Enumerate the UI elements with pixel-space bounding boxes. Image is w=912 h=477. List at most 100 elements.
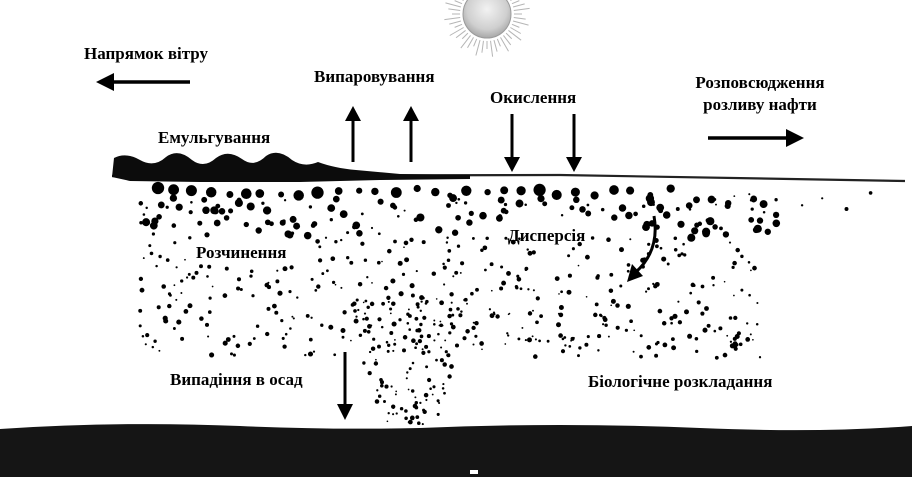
oil-droplet bbox=[726, 335, 728, 337]
oil-droplet bbox=[448, 331, 451, 334]
oil-droplet bbox=[542, 201, 547, 206]
oil-droplet bbox=[500, 265, 503, 268]
oil-droplet bbox=[366, 276, 368, 278]
oil-droplet bbox=[362, 361, 365, 364]
oil-droplet bbox=[209, 352, 214, 357]
oil-droplet bbox=[138, 309, 142, 313]
oil-droplet bbox=[556, 322, 561, 327]
oil-droplet bbox=[693, 284, 696, 287]
oil-droplet bbox=[490, 262, 494, 266]
oil-droplet bbox=[578, 265, 580, 267]
oil-droplet bbox=[528, 311, 532, 315]
oil-droplet bbox=[143, 213, 146, 216]
oil-droplet bbox=[188, 236, 191, 239]
oil-droplet bbox=[351, 303, 355, 307]
oil-droplet bbox=[713, 198, 716, 201]
oil-droplet bbox=[682, 243, 685, 246]
oil-droplet bbox=[369, 351, 371, 353]
oil-droplet bbox=[475, 288, 479, 292]
oil-droplet bbox=[627, 263, 631, 267]
wind-direction-label: Напрямок вітру bbox=[84, 44, 208, 64]
oil-droplet bbox=[707, 324, 711, 328]
oil-droplet bbox=[440, 346, 442, 348]
oil-droplet bbox=[391, 385, 393, 387]
oil-droplet bbox=[437, 333, 440, 336]
oil-droplet bbox=[485, 237, 488, 240]
oil-droplet bbox=[150, 252, 154, 256]
oil-droplet bbox=[255, 189, 264, 198]
oil-droplet bbox=[387, 420, 389, 422]
oil-droplet bbox=[139, 324, 142, 327]
oil-droplet bbox=[629, 319, 633, 323]
oil-droplet bbox=[751, 207, 754, 210]
oil-droplet bbox=[470, 292, 474, 296]
oil-droplet bbox=[309, 205, 312, 208]
oil-droplet bbox=[206, 187, 216, 197]
sun-icon bbox=[444, 0, 529, 57]
oil-droplet bbox=[569, 205, 574, 210]
oil-droplet bbox=[354, 319, 359, 324]
sun-ray bbox=[445, 3, 460, 7]
sun-ray bbox=[455, 1, 462, 4]
oil-droplet bbox=[702, 328, 707, 333]
oil-droplet bbox=[669, 316, 673, 320]
oil-droplet bbox=[725, 203, 731, 209]
oil-droplet bbox=[409, 367, 412, 370]
oil-droplet bbox=[139, 201, 144, 206]
dispersion-label: Дисперсія bbox=[508, 226, 585, 246]
oil-droplet bbox=[547, 340, 550, 343]
oil-droplet bbox=[371, 282, 373, 284]
oil-droplet bbox=[538, 340, 541, 343]
oil-droplet bbox=[263, 206, 271, 214]
oil-droplet bbox=[527, 337, 532, 342]
oil-droplet bbox=[616, 326, 620, 330]
oil-droplet bbox=[671, 337, 675, 341]
oil-droplet bbox=[352, 221, 360, 229]
oil-droplet bbox=[424, 345, 428, 349]
oil-droplet bbox=[627, 270, 630, 273]
oil-droplet bbox=[451, 314, 454, 317]
oil-droplet bbox=[745, 337, 750, 342]
oil-droplet bbox=[207, 265, 211, 269]
oil-droplet bbox=[528, 251, 533, 256]
oil-droplet bbox=[584, 343, 588, 347]
oil-droplet bbox=[446, 203, 451, 208]
sun-ray bbox=[513, 4, 525, 7]
oil-droplet bbox=[578, 346, 581, 349]
oil-droplet bbox=[158, 201, 165, 208]
oil-droplet bbox=[371, 188, 378, 195]
oil-droplet bbox=[570, 340, 572, 342]
oil-droplet bbox=[655, 244, 659, 248]
oil-droplet bbox=[237, 198, 242, 203]
oil-droplet bbox=[732, 261, 737, 266]
oil-droplet bbox=[433, 339, 435, 341]
oil-droplet bbox=[208, 310, 212, 314]
oil-droplet bbox=[498, 197, 505, 204]
oil-droplet bbox=[416, 302, 420, 306]
oil-droplet bbox=[309, 338, 313, 342]
oil-droplet bbox=[142, 335, 145, 338]
oil-droplet bbox=[689, 292, 692, 295]
oil-droplet bbox=[383, 400, 386, 403]
sun-ray bbox=[508, 30, 521, 40]
oil-droplet bbox=[472, 343, 474, 345]
oil-droplet bbox=[415, 406, 419, 410]
oil-droplet bbox=[318, 245, 321, 248]
oil-droplet bbox=[393, 240, 397, 244]
oil-droplet bbox=[308, 351, 313, 356]
oil-droplet bbox=[384, 385, 388, 389]
oil-droplet bbox=[296, 296, 298, 298]
oxidation-arrows-icon bbox=[504, 114, 582, 172]
oil-droplet bbox=[524, 204, 527, 207]
oil-droplet bbox=[342, 336, 345, 339]
oil-droplet bbox=[314, 289, 317, 292]
oil-droplet bbox=[153, 340, 156, 343]
oil-droplet bbox=[449, 364, 454, 369]
oil-droplet bbox=[356, 298, 359, 301]
oil-droplet bbox=[662, 321, 667, 326]
oil-droplet bbox=[661, 257, 666, 262]
oil-droplet bbox=[451, 302, 453, 304]
oil-droplet bbox=[335, 187, 343, 195]
oil-droplet bbox=[402, 348, 406, 352]
